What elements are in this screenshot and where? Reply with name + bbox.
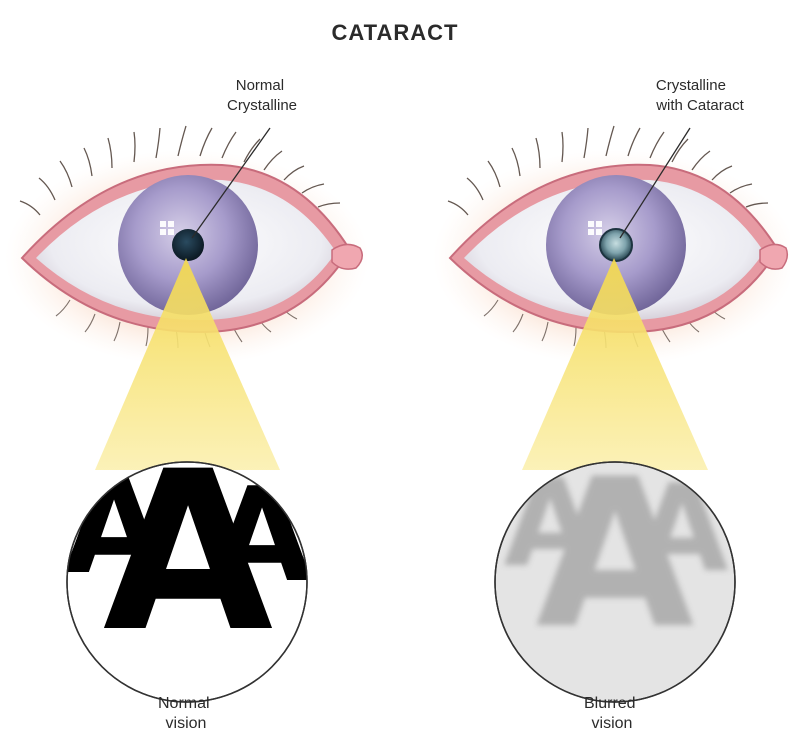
right-pointer-label-line1: Crystalline [656, 77, 726, 94]
right-caption: Blurred vision [584, 695, 640, 732]
right-caption-line1: Blurred [584, 695, 636, 712]
right-pointer-label-line2: with Cataract [655, 97, 744, 114]
right-caption-line2: vision [592, 715, 633, 732]
left-pointer-label-line1: Normal [236, 77, 284, 94]
left-pointer-label: Normal Crystalline [227, 77, 297, 114]
left-caption: Normal vision [158, 695, 214, 732]
left-caption-line2: vision [166, 715, 207, 732]
right-tear-duct [760, 244, 787, 269]
left-pupil [172, 229, 204, 261]
blurred-letter: A [536, 436, 695, 674]
left-caption-line1: Normal [158, 695, 210, 712]
right-panel: Crystalline with Cataract A A A Blurred … [433, 77, 790, 732]
left-pointer-label-line2: Crystalline [227, 97, 297, 114]
left-panel: Normal Crystalline A A A Normal vision [5, 77, 369, 732]
right-pointer-label: Crystalline with Cataract [655, 77, 744, 114]
diagram-title: CATARACT [332, 20, 459, 45]
left-tear-duct [332, 244, 362, 269]
